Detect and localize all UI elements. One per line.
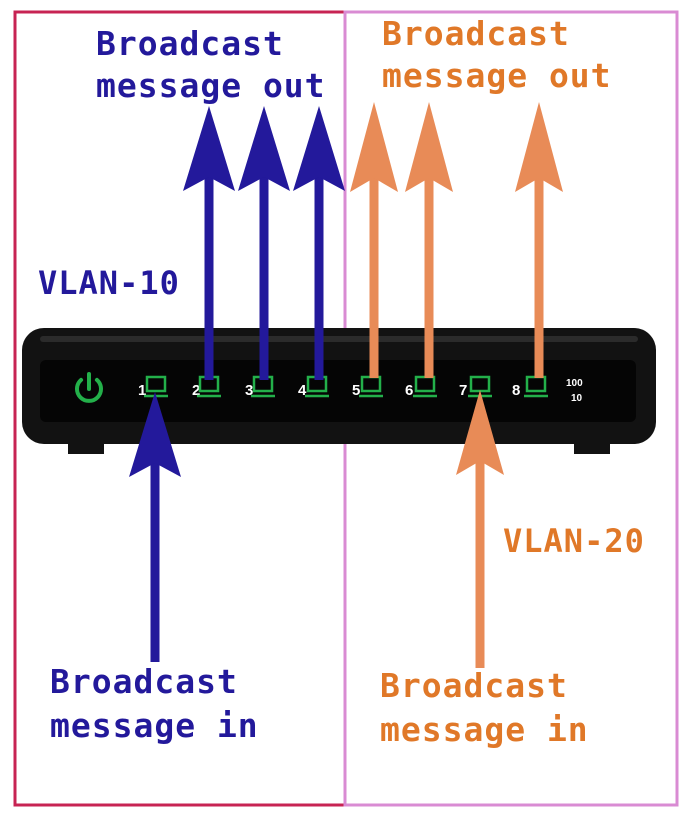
port-number-4: 4 — [298, 382, 307, 399]
vlan20-out-title-line1: Broadcast — [382, 14, 570, 53]
vlan10-in-title-line1: Broadcast — [50, 662, 238, 701]
vlan10-out-title-line1: Broadcast — [96, 24, 284, 63]
port-number-1: 1 — [138, 382, 146, 399]
vlan10-out-arrow-port-3 — [238, 106, 290, 380]
vlan10-in-arrow-port-1 — [129, 392, 181, 662]
vlan20-in-arrow-port-7 — [456, 390, 504, 668]
speed-label-100: 100 — [566, 378, 583, 389]
vlan20-out-arrow-port-6 — [405, 102, 453, 378]
broadcast-arrows — [129, 102, 563, 668]
vlan10-in-title-line2: message in — [50, 706, 259, 745]
port-number-6: 6 — [405, 382, 413, 399]
vlan20-in-title-line1: Broadcast — [380, 666, 568, 705]
vlan20-out-arrow-port-8 — [515, 102, 563, 378]
port-number-7: 7 — [459, 382, 467, 399]
vlan10-label: VLAN-10 — [38, 264, 180, 302]
power-icon — [75, 372, 103, 403]
switch-top-highlight — [40, 336, 638, 342]
vlan10-out-arrow-port-2 — [183, 106, 235, 380]
port-number-3: 3 — [245, 382, 253, 399]
vlan20-out-arrow-port-5 — [350, 102, 398, 378]
port-number-5: 5 — [352, 382, 360, 399]
vlan20-in-title-line2: message in — [380, 710, 589, 749]
port-led-1 — [145, 375, 167, 393]
switch-front-panel — [40, 360, 636, 422]
port-number-8: 8 — [512, 382, 520, 399]
vlan20-out-title-line2: message out — [382, 56, 612, 95]
vlan20-label: VLAN-20 — [503, 522, 645, 560]
port-number-2: 2 — [192, 382, 200, 399]
network-switch: 1 2 3 4 5 6 7 8 100 10 — [22, 328, 656, 444]
speed-label-10: 10 — [571, 393, 583, 404]
vlan10-out-arrow-port-4 — [293, 106, 345, 380]
vlan10-out-title-line2: message out — [96, 66, 326, 105]
